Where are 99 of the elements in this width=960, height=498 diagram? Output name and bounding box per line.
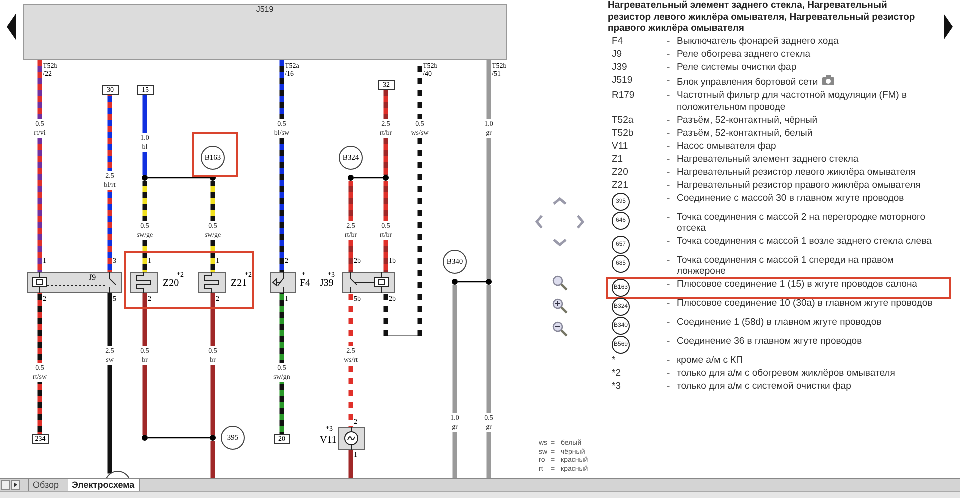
separator-dash: - bbox=[667, 278, 672, 290]
connection-line bbox=[148, 437, 210, 439]
component-label: F4 bbox=[300, 278, 311, 289]
separator-dash: - bbox=[667, 154, 672, 165]
separator-dash: - bbox=[667, 114, 672, 126]
wire bbox=[210, 441, 216, 478]
active-tab: Электросхема bbox=[68, 479, 140, 491]
separator-dash: - bbox=[667, 368, 672, 379]
component-description: кроме а/м с КП bbox=[677, 354, 744, 366]
component-code: Z1 bbox=[612, 154, 624, 165]
wire bbox=[38, 60, 42, 272]
component-description: Плюсовое соединение 1 (15) в жгуте проводов салона bbox=[677, 278, 918, 290]
component-description: Соединение 1 (58d) в главном жгуте проводов bbox=[677, 316, 882, 328]
separator-dash: - bbox=[667, 212, 672, 223]
component-code: T52b bbox=[612, 128, 635, 139]
component-code: Z21 bbox=[612, 180, 630, 191]
component-code: T52a bbox=[612, 114, 635, 126]
component-code: *3 bbox=[612, 380, 622, 392]
separator-dash: - bbox=[667, 236, 672, 247]
component-description: Блок управления бортовой сети bbox=[677, 77, 818, 88]
wire bbox=[452, 285, 458, 478]
component-description: Точка соединения с массой 1 возле заднего стекла слева bbox=[677, 236, 932, 246]
junction-dot bbox=[142, 435, 148, 441]
component-description: Соединение 36 в главном жгуте проводов bbox=[677, 336, 862, 346]
component-code: * bbox=[612, 354, 617, 366]
separator-dash: - bbox=[667, 354, 672, 366]
separator-dash: - bbox=[667, 336, 672, 347]
separator-dash: - bbox=[667, 316, 672, 328]
connection-line bbox=[148, 177, 210, 179]
separator-dash: - bbox=[667, 36, 672, 48]
component-label: V11 bbox=[320, 435, 337, 446]
component-description: Соединение с массой 30 в главном жгуте проводов bbox=[677, 192, 904, 204]
component-description: Нагревательный резистор левого жиклёра омывателя bbox=[677, 166, 916, 178]
component-description: только для а/м с обогревом жиклёров омывателя bbox=[677, 368, 896, 378]
separator-dash: - bbox=[667, 166, 672, 178]
wire bbox=[280, 293, 284, 434]
wire bbox=[142, 293, 148, 435]
component-description: Нагревательный резистор правого жиклёра омывателя bbox=[677, 180, 921, 190]
connection-line bbox=[458, 281, 486, 283]
component-code: J9 bbox=[612, 49, 624, 60]
component-code: F4 bbox=[612, 36, 624, 48]
component-code: J519 bbox=[612, 75, 634, 86]
component-description: Точка соединения с массой 1 спереди на правом лонжероне bbox=[677, 254, 894, 277]
wire bbox=[348, 450, 354, 478]
wire bbox=[486, 60, 492, 279]
wire bbox=[108, 95, 112, 272]
separator-dash: - bbox=[667, 254, 672, 266]
junction-dot bbox=[452, 279, 458, 285]
separator-dash: - bbox=[667, 380, 672, 392]
wire bbox=[142, 181, 148, 272]
component-description: Разъём, 52-контактный, чёрный bbox=[677, 114, 818, 126]
wire bbox=[142, 95, 148, 175]
separator-dash: - bbox=[667, 180, 672, 191]
separator-dash: - bbox=[667, 75, 672, 86]
wire bbox=[210, 181, 216, 272]
component-description: Реле системы очистки фар bbox=[677, 62, 797, 73]
separator-dash: - bbox=[667, 192, 672, 204]
component-code: R179 bbox=[612, 90, 636, 102]
wire bbox=[210, 293, 216, 435]
component-code: *2 bbox=[612, 368, 622, 379]
wire bbox=[280, 60, 284, 272]
component-code: J39 bbox=[612, 62, 628, 74]
wire bbox=[348, 181, 354, 272]
component-code: V11 bbox=[612, 140, 630, 152]
legend-heading: Нагревательный элемент заднего стекла, Нагревательный резистор левого жиклёра омывателя, Нагревательный резистор правого жиклёра омывателя bbox=[608, 0, 916, 34]
component-code: Z20 bbox=[612, 166, 630, 178]
junction-dot bbox=[142, 175, 148, 181]
junction-dot bbox=[210, 435, 216, 441]
component-label: J39 bbox=[320, 278, 334, 289]
component-description: Частотный фильтр для частотной модуляции (FM) в положительном проводе bbox=[677, 90, 908, 112]
wire bbox=[38, 293, 42, 434]
junction-dot bbox=[383, 175, 389, 181]
component-label: Z21 bbox=[231, 278, 248, 289]
separator-dash: - bbox=[667, 298, 672, 309]
separator-dash: - bbox=[667, 62, 672, 74]
component-description: Точка соединения с массой 2 на перегородке моторного отсека bbox=[677, 212, 926, 234]
component-description: Реле обогрева заднего стекла bbox=[677, 49, 811, 60]
wire bbox=[348, 293, 354, 427]
wire bbox=[108, 293, 112, 474]
separator-dash: - bbox=[667, 90, 672, 102]
wire bbox=[384, 90, 388, 175]
component-description: Выключатель фонарей заднего хода bbox=[677, 36, 839, 47]
component-description: Насос омывателя фар bbox=[677, 140, 776, 152]
component-label: Z20 bbox=[163, 278, 180, 289]
connection-line bbox=[354, 177, 383, 179]
junction-dot bbox=[348, 175, 354, 181]
component-description: только для а/м с системой очистки фар bbox=[677, 380, 852, 392]
component-description: Разъём, 52-контактный, белый bbox=[677, 128, 813, 138]
component-description: Нагревательный элемент заднего стекла bbox=[677, 154, 859, 164]
wire bbox=[384, 181, 388, 272]
wire bbox=[486, 285, 492, 478]
separator-dash: - bbox=[667, 140, 672, 152]
component-description: Плюсовое соединение 10 (30а) в главном жгуте проводов bbox=[677, 298, 933, 308]
separator-dash: - bbox=[667, 49, 672, 60]
connection-circle bbox=[105, 471, 131, 478]
separator-dash: - bbox=[667, 128, 672, 139]
component-label: J9 bbox=[89, 272, 96, 283]
junction-dot bbox=[486, 279, 492, 285]
control-unit-band: J519 bbox=[23, 4, 507, 60]
